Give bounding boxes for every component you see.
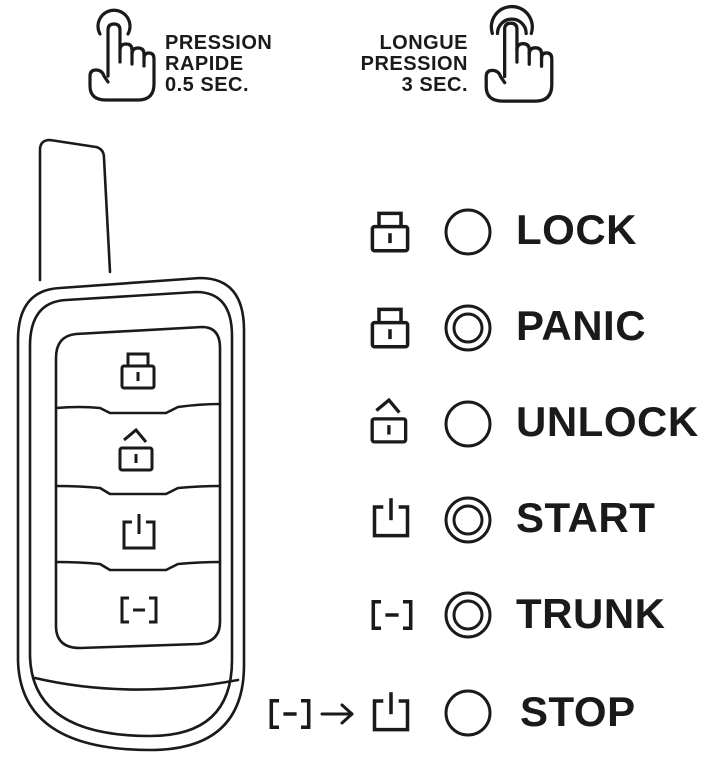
power-icon [122,514,156,550]
function-label-lock: LOCK [516,206,637,253]
short-press-circle-icon [444,400,492,448]
long-press-circle-icon [444,591,492,639]
short-press-legend: PRESSION RAPIDE 0.5 SEC. [165,32,273,96]
power-icon [372,692,410,732]
single-tap-hand-icon [88,8,156,102]
long-press-hand-icon [484,4,554,103]
function-label-start: START [516,494,656,541]
trunk-icon [371,600,413,630]
unlock-icon [118,427,154,472]
lock-icon [370,307,410,349]
remote-button-start[interactable] [60,494,216,560]
function-label-trunk: TRUNK [516,590,666,637]
trunk-icon [269,699,311,729]
arrow-right-icon [320,703,354,725]
remote-button-trunk[interactable] [60,570,216,642]
short-press-circle-icon [444,689,492,737]
function-label-unlock: UNLOCK [516,398,699,445]
function-label-stop: STOP [520,688,636,735]
trunk-icon [120,596,158,624]
short-press-circle-icon [444,208,492,256]
button-panel [54,325,222,650]
lock-icon [120,352,156,390]
function-label-panic: PANIC [516,302,647,349]
power-icon [372,498,410,538]
remote-body [16,276,246,752]
long-press-circle-icon [444,304,492,352]
remote-button-lock[interactable] [60,338,216,404]
lock-icon [370,211,410,253]
remote-antenna [38,138,112,282]
long-press-legend: LONGUE PRESSION 3 SEC. [360,32,468,96]
long-press-circle-icon [444,496,492,544]
remote-button-unlock[interactable] [60,414,216,484]
unlock-icon [370,397,408,444]
